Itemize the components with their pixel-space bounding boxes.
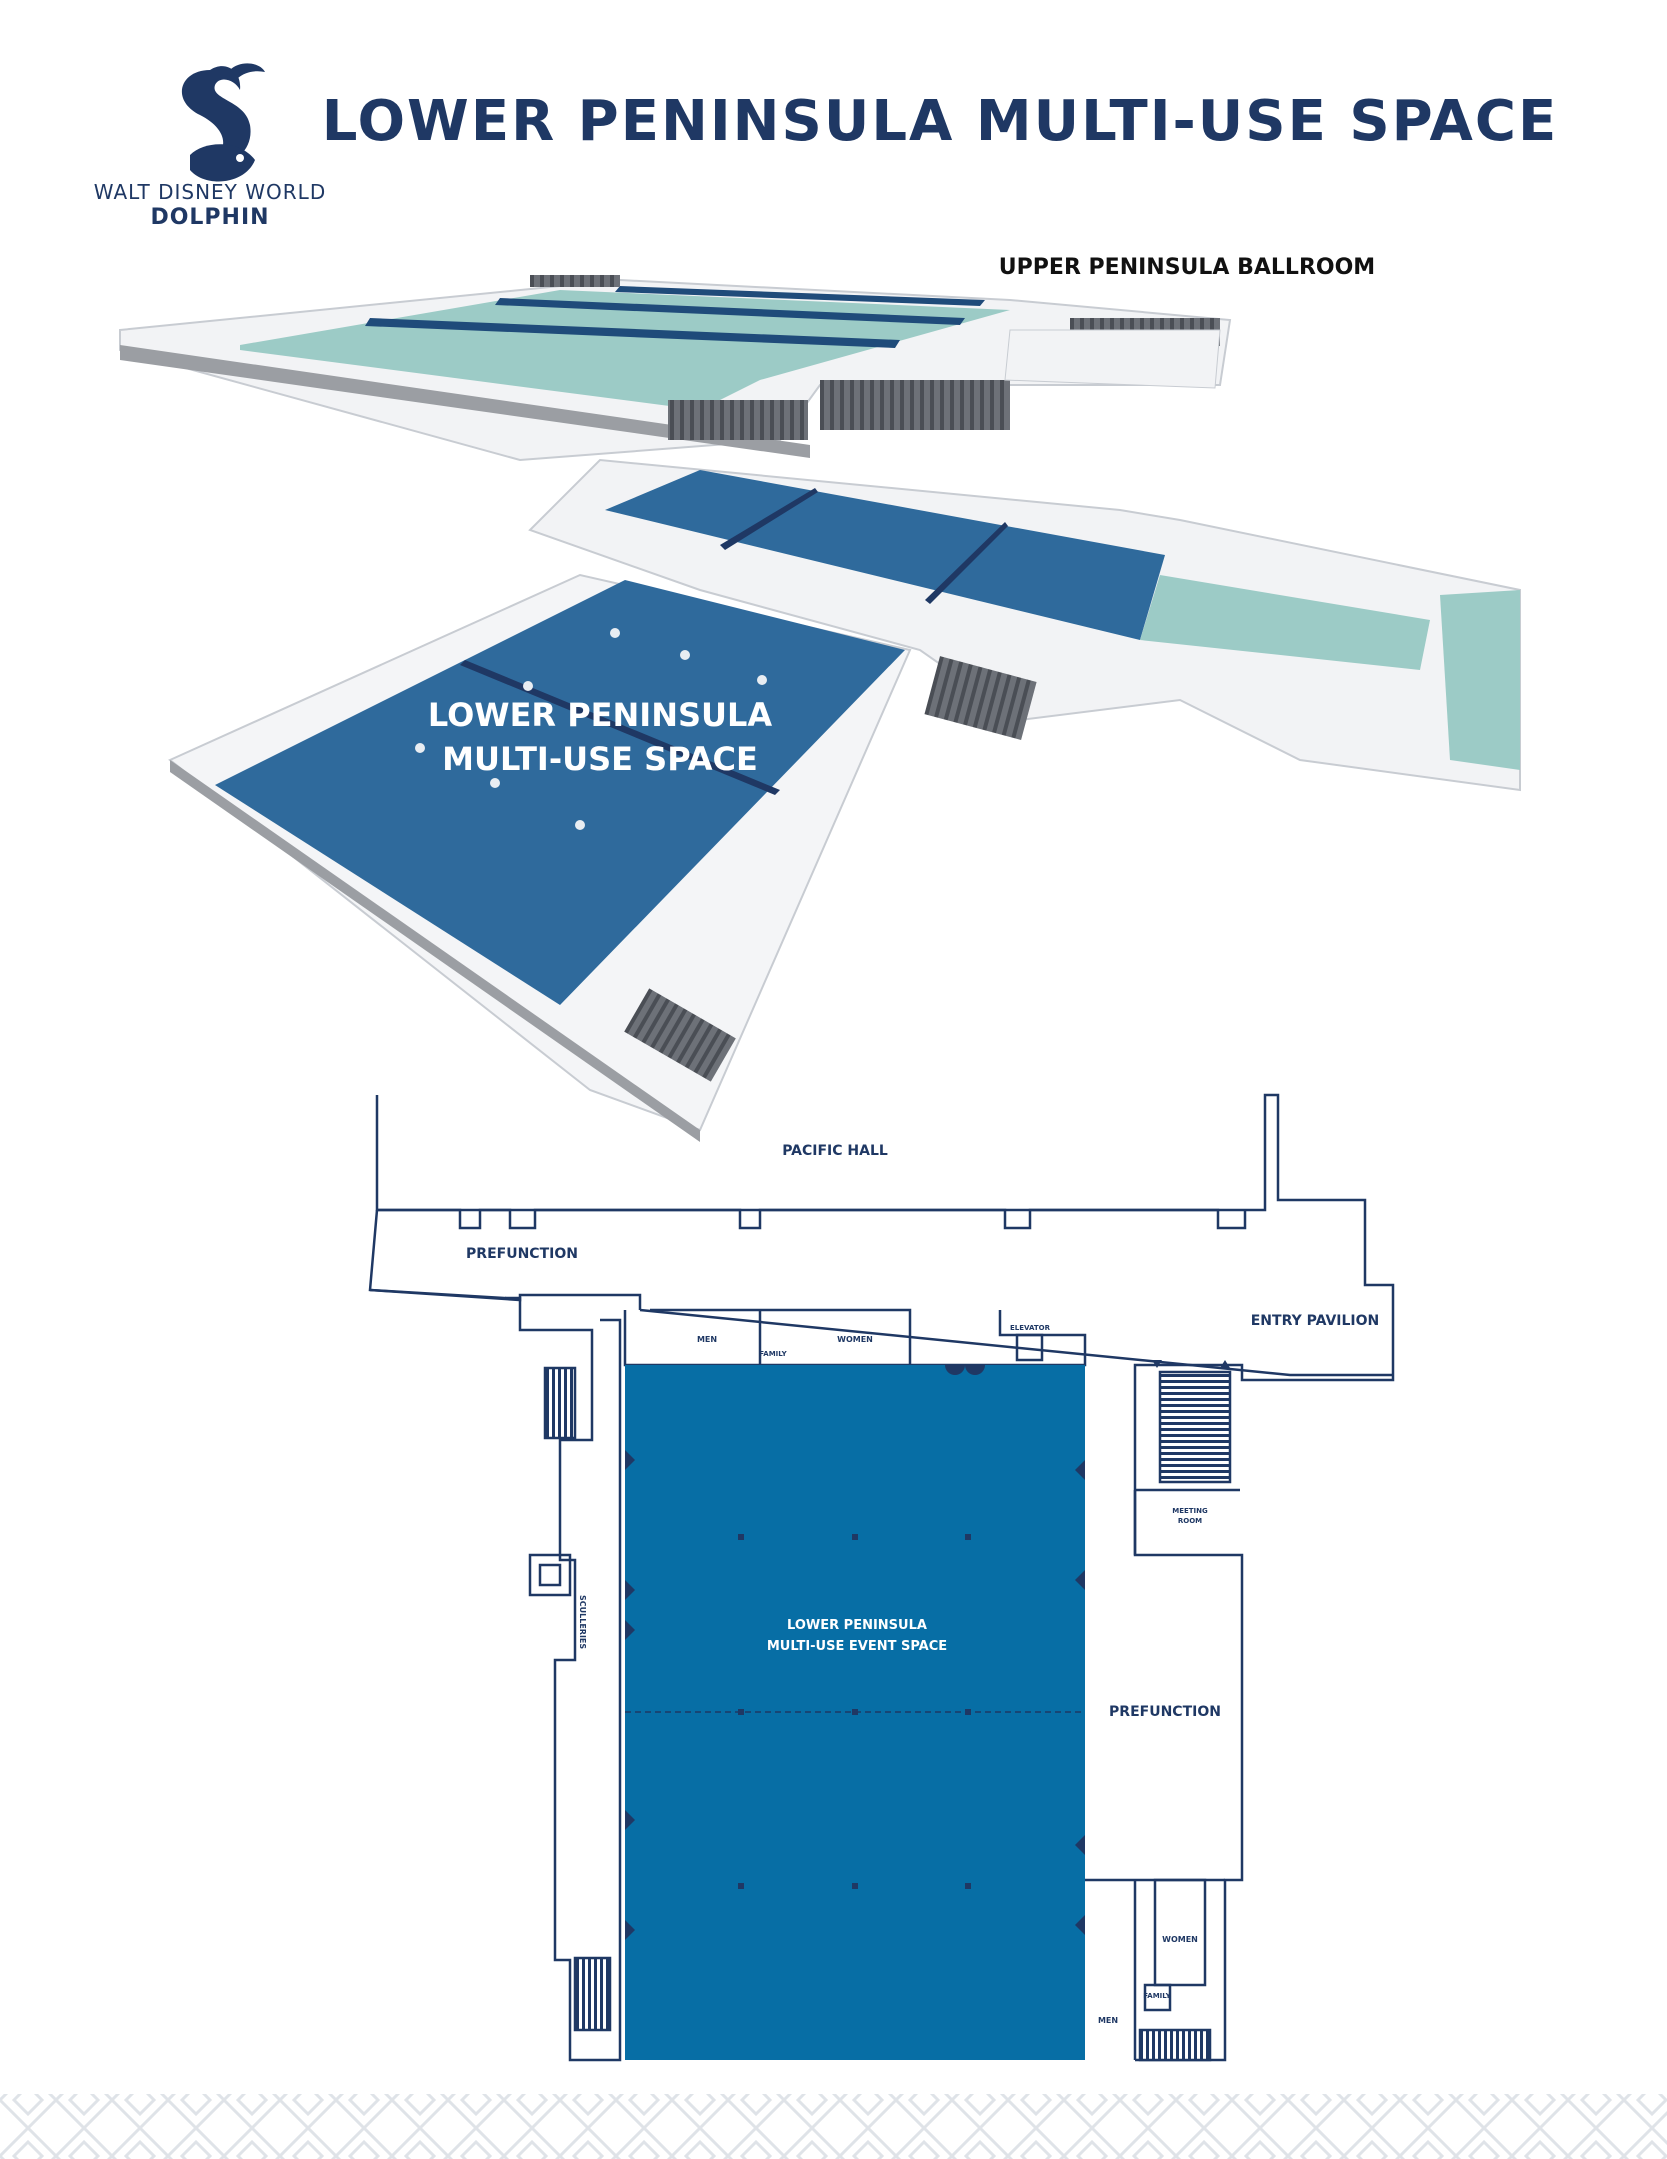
- women-top-label: WOMEN: [837, 1335, 873, 1344]
- meeting-room-label-line1: MEETING: [1172, 1507, 1208, 1515]
- footer-diamond-pattern: [0, 2094, 1667, 2159]
- men-top-label: MEN: [697, 1335, 717, 1344]
- room-columns: [738, 1534, 971, 1889]
- family-top-label: FAMILY: [759, 1350, 787, 1358]
- isometric-view: UPPER PENINSULA BALLROOM LOWE: [119, 255, 1521, 1142]
- men-bottom-label: MEN: [1098, 2016, 1118, 2025]
- stair-direction-icons: [1152, 1360, 1230, 1368]
- main-room-label-line1: LOWER PENINSULA: [787, 1618, 927, 1633]
- lower-peninsula-label-line2: MULTI-USE SPACE: [442, 740, 758, 778]
- middle-level-3d: [528, 458, 1521, 792]
- brand-line1: WALT DISNEY WORLD: [94, 180, 326, 204]
- dolphin-logo-icon: [181, 63, 265, 182]
- upper-peninsula-label: UPPER PENINSULA BALLROOM: [999, 255, 1375, 280]
- main-room-label-line2: MULTI-USE EVENT SPACE: [767, 1639, 947, 1654]
- room-doors: [625, 1365, 1085, 1940]
- pacific-hall-label: PACIFIC HALL: [782, 1143, 888, 1159]
- family-bottom-label: FAMILY: [1143, 1992, 1171, 2000]
- page-title: LOWER PENINSULA MULTI-USE SPACE: [322, 89, 1559, 154]
- floor-plan-labels: PACIFIC HALL PREFUNCTION ENTRY PAVILION …: [466, 1143, 1379, 2025]
- lower-peninsula-label-line1: LOWER PENINSULA: [428, 696, 773, 734]
- women-bottom-label: WOMEN: [1162, 1935, 1198, 1944]
- lower-peninsula-3d: LOWER PENINSULA MULTI-USE SPACE: [168, 573, 912, 1142]
- brand-line2: DOLPHIN: [150, 205, 269, 230]
- sculleries-label: SCULLERIES: [578, 1595, 587, 1649]
- prefunction-right-label: PREFUNCTION: [1109, 1704, 1221, 1720]
- floor-plan-2d: [368, 1093, 1395, 2062]
- entry-pavilion-label: ENTRY PAVILION: [1251, 1313, 1380, 1329]
- meeting-room-label-line2: ROOM: [1178, 1517, 1202, 1525]
- prefunction-top-label: PREFUNCTION: [466, 1246, 578, 1262]
- upper-peninsula-ballroom-3d: UPPER PENINSULA BALLROOM: [119, 255, 1375, 462]
- elevator-label: ELEVATOR: [1010, 1324, 1051, 1332]
